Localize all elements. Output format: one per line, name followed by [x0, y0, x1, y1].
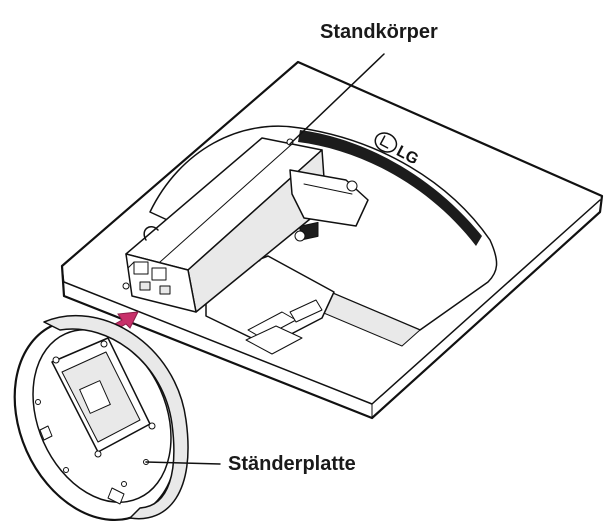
- housing-accent-band: [298, 130, 482, 246]
- leader-line-stand-body: [289, 53, 385, 145]
- stand-body: [122, 137, 369, 313]
- leader-line-stand-base: [145, 461, 221, 465]
- label-stand-base: Ständerplatte: [228, 453, 356, 475]
- label-stand-body: Standkörper: [320, 21, 438, 43]
- stand-base: [13, 314, 189, 522]
- panel-label-plate: [245, 325, 303, 355]
